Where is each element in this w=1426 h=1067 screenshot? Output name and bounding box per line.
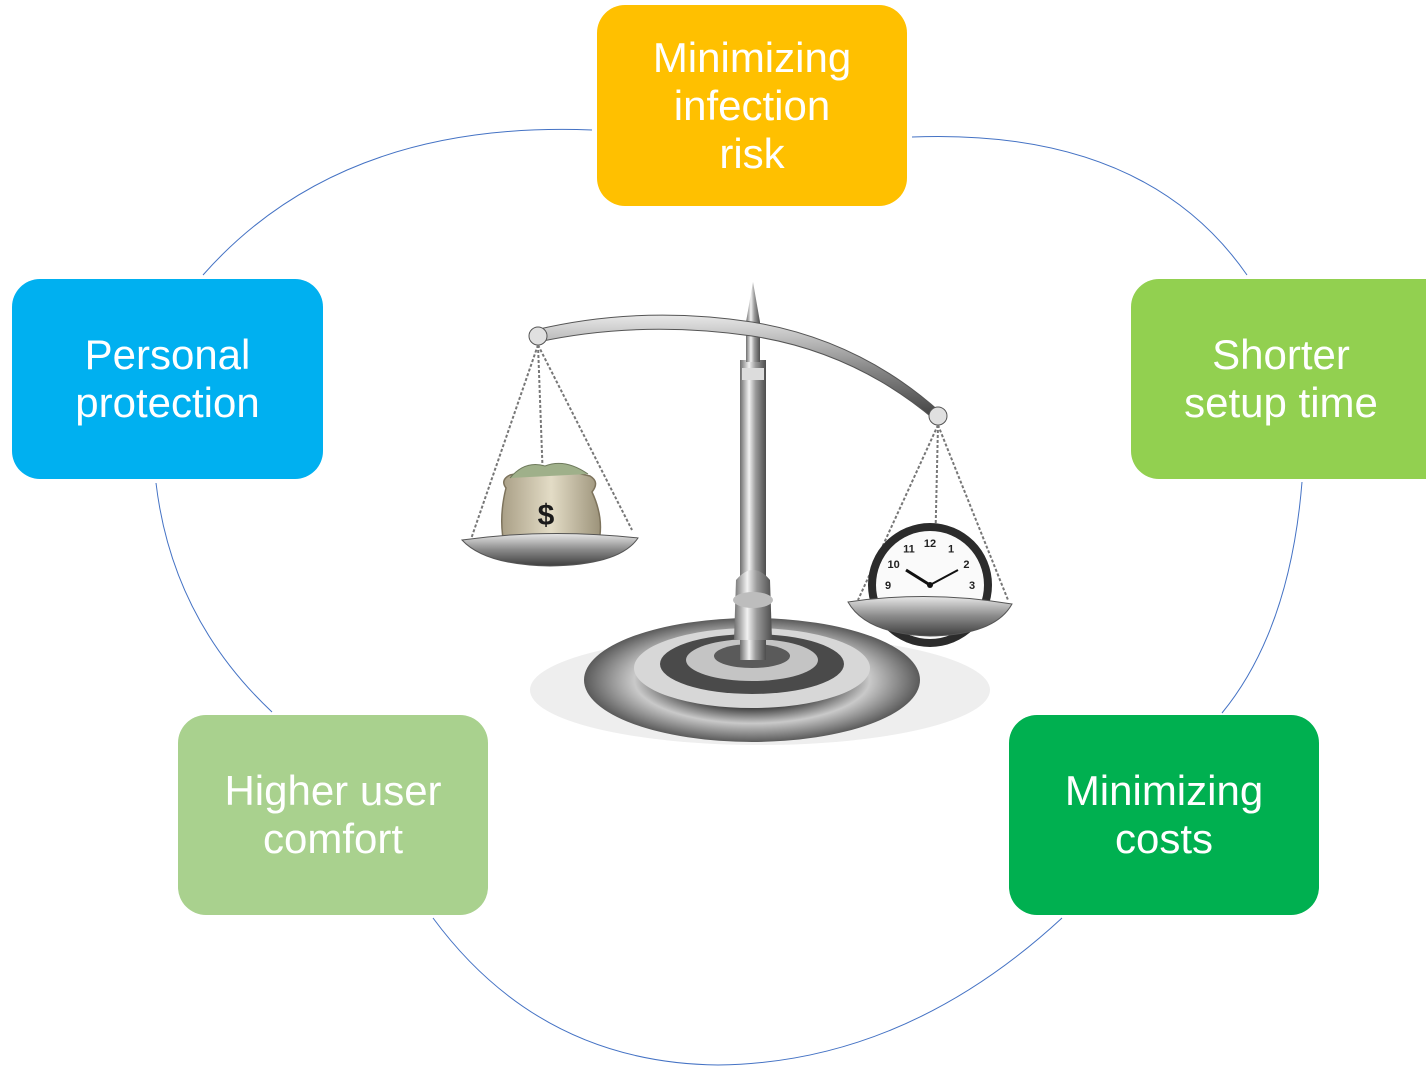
clock-numeral: 11 xyxy=(903,544,915,556)
money-bag: $ xyxy=(501,462,602,549)
clock-numeral: 10 xyxy=(887,559,899,571)
scale-beam xyxy=(534,314,941,421)
node-shorter-setup-time: Shorter setup time xyxy=(1131,279,1426,479)
node-minimizing-infection-risk: Minimizing infection risk xyxy=(597,5,907,206)
node-shorter-setup-time-label: Shorter setup time xyxy=(1184,331,1378,426)
node-minimizing-costs: Minimizing costs xyxy=(1009,715,1319,915)
left-pan xyxy=(460,532,639,567)
clock-numeral: 1 xyxy=(948,544,954,556)
node-minimizing-infection-risk-label: Minimizing infection risk xyxy=(652,33,852,177)
right-pan xyxy=(847,595,1013,637)
cycle-connectors xyxy=(155,128,1303,1066)
node-higher-user-comfort-label: Higher user comfort xyxy=(224,767,442,862)
node-higher-user-comfort: Higher user comfort xyxy=(178,715,488,915)
clock-numeral: 12 xyxy=(924,538,936,550)
clock-numeral: 2 xyxy=(963,559,969,571)
connector-left-top xyxy=(202,128,593,276)
clock-numeral: 9 xyxy=(885,580,891,592)
balance-scale-illustration: $ 121234567891011 xyxy=(460,282,1013,745)
connector-top-right xyxy=(911,135,1248,276)
clock-numeral: 3 xyxy=(969,580,975,592)
node-personal-protection: Personal protection xyxy=(12,279,323,479)
node-minimizing-costs-label: Minimizing costs xyxy=(1064,767,1264,862)
connector-bottomright-bottomleft xyxy=(432,917,1063,1066)
connector-right-bottomright xyxy=(1221,481,1303,714)
connector-bottomleft-left xyxy=(155,482,273,713)
node-personal-protection-label: Personal protection xyxy=(75,331,260,426)
money-bag-dollar-symbol: $ xyxy=(538,499,555,532)
